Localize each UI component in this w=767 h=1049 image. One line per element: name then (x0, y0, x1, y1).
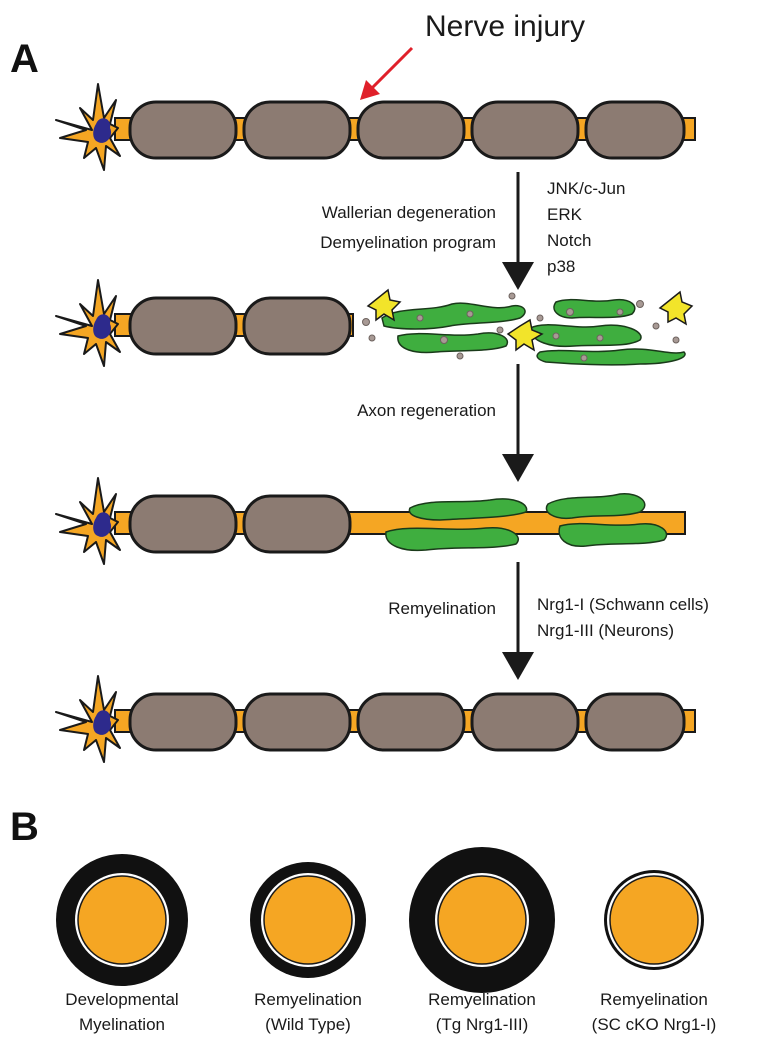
myelin-segment (470, 100, 580, 160)
neuron-cell-body (55, 83, 121, 171)
myelin-segment (356, 100, 466, 160)
cross-section-label-line2: (Wild Type) (265, 1015, 351, 1034)
myelin-debris (362, 292, 680, 362)
step-label-demyelination: Demyelination program (320, 233, 496, 252)
myelin-segment (584, 100, 686, 160)
myelin-segment (242, 100, 352, 160)
step-arrow-3 (502, 562, 534, 680)
pathway-erk: ERK (547, 205, 583, 224)
myelin-segment (584, 692, 686, 752)
myelin-segment (242, 692, 352, 752)
cross-section-label-line1: Remyelination (600, 990, 708, 1009)
factor-nrg1-i: Nrg1-I (Schwann cells) (537, 595, 709, 614)
neuron-cell-body (55, 279, 121, 367)
cross-section-label-line2: (SC cKO Nrg1-I) (592, 1015, 717, 1034)
cross-section-wild-type: Remyelination (Wild Type) (250, 862, 366, 1034)
repair-schwann-cells (381, 298, 686, 366)
panel-label-a: A (10, 37, 39, 81)
step-arrow-1 (502, 172, 534, 290)
cross-section-developmental: Developmental Myelination (56, 854, 188, 1034)
axon-row-intact (55, 83, 696, 171)
step-label-axon-regeneration: Axon regeneration (357, 401, 496, 420)
factor-nrg1-iii: Nrg1-III (Neurons) (537, 621, 674, 640)
myelin-segment (356, 692, 466, 752)
pathway-p38: p38 (547, 257, 575, 276)
injury-arrow (360, 46, 414, 100)
panel-label-b: B (10, 805, 39, 849)
cross-section-label-line2: (Tg Nrg1-III) (436, 1015, 529, 1034)
neuron-cell-body (55, 675, 121, 763)
cross-section-label-line1: Developmental (65, 990, 178, 1009)
myelin-segment (128, 494, 238, 554)
cross-section-label-line2: Myelination (79, 1015, 165, 1034)
neuron-cell-body (55, 477, 121, 565)
step-label-remyelination: Remyelination (388, 599, 496, 618)
myelin-segment (242, 494, 352, 554)
axon-row-regeneration (55, 477, 686, 565)
repair-schwann-cells (385, 493, 668, 552)
pathway-notch: Notch (547, 231, 591, 250)
axon-row-degeneration (55, 279, 694, 367)
cross-section-sc-cko-nrg1-i: Remyelination (SC cKO Nrg1-I) (592, 870, 717, 1034)
myelin-segment (128, 100, 238, 160)
myelin-segment (470, 692, 580, 752)
cross-section-tg-nrg1-iii: Remyelination (Tg Nrg1-III) (409, 847, 555, 1034)
macrophages (366, 288, 694, 352)
step-label-wallerian: Wallerian degeneration (322, 203, 496, 222)
pathway-jnk: JNK/c-Jun (547, 179, 625, 198)
myelin-segment (128, 692, 238, 752)
cross-section-label-line1: Remyelination (428, 990, 536, 1009)
myelin-segment (128, 296, 238, 356)
myelin-segment (242, 296, 352, 356)
cross-section-label-line1: Remyelination (254, 990, 362, 1009)
axon-row-remyelinated (55, 675, 696, 763)
step-arrow-2 (502, 364, 534, 482)
injury-label: Nerve injury (425, 10, 585, 43)
